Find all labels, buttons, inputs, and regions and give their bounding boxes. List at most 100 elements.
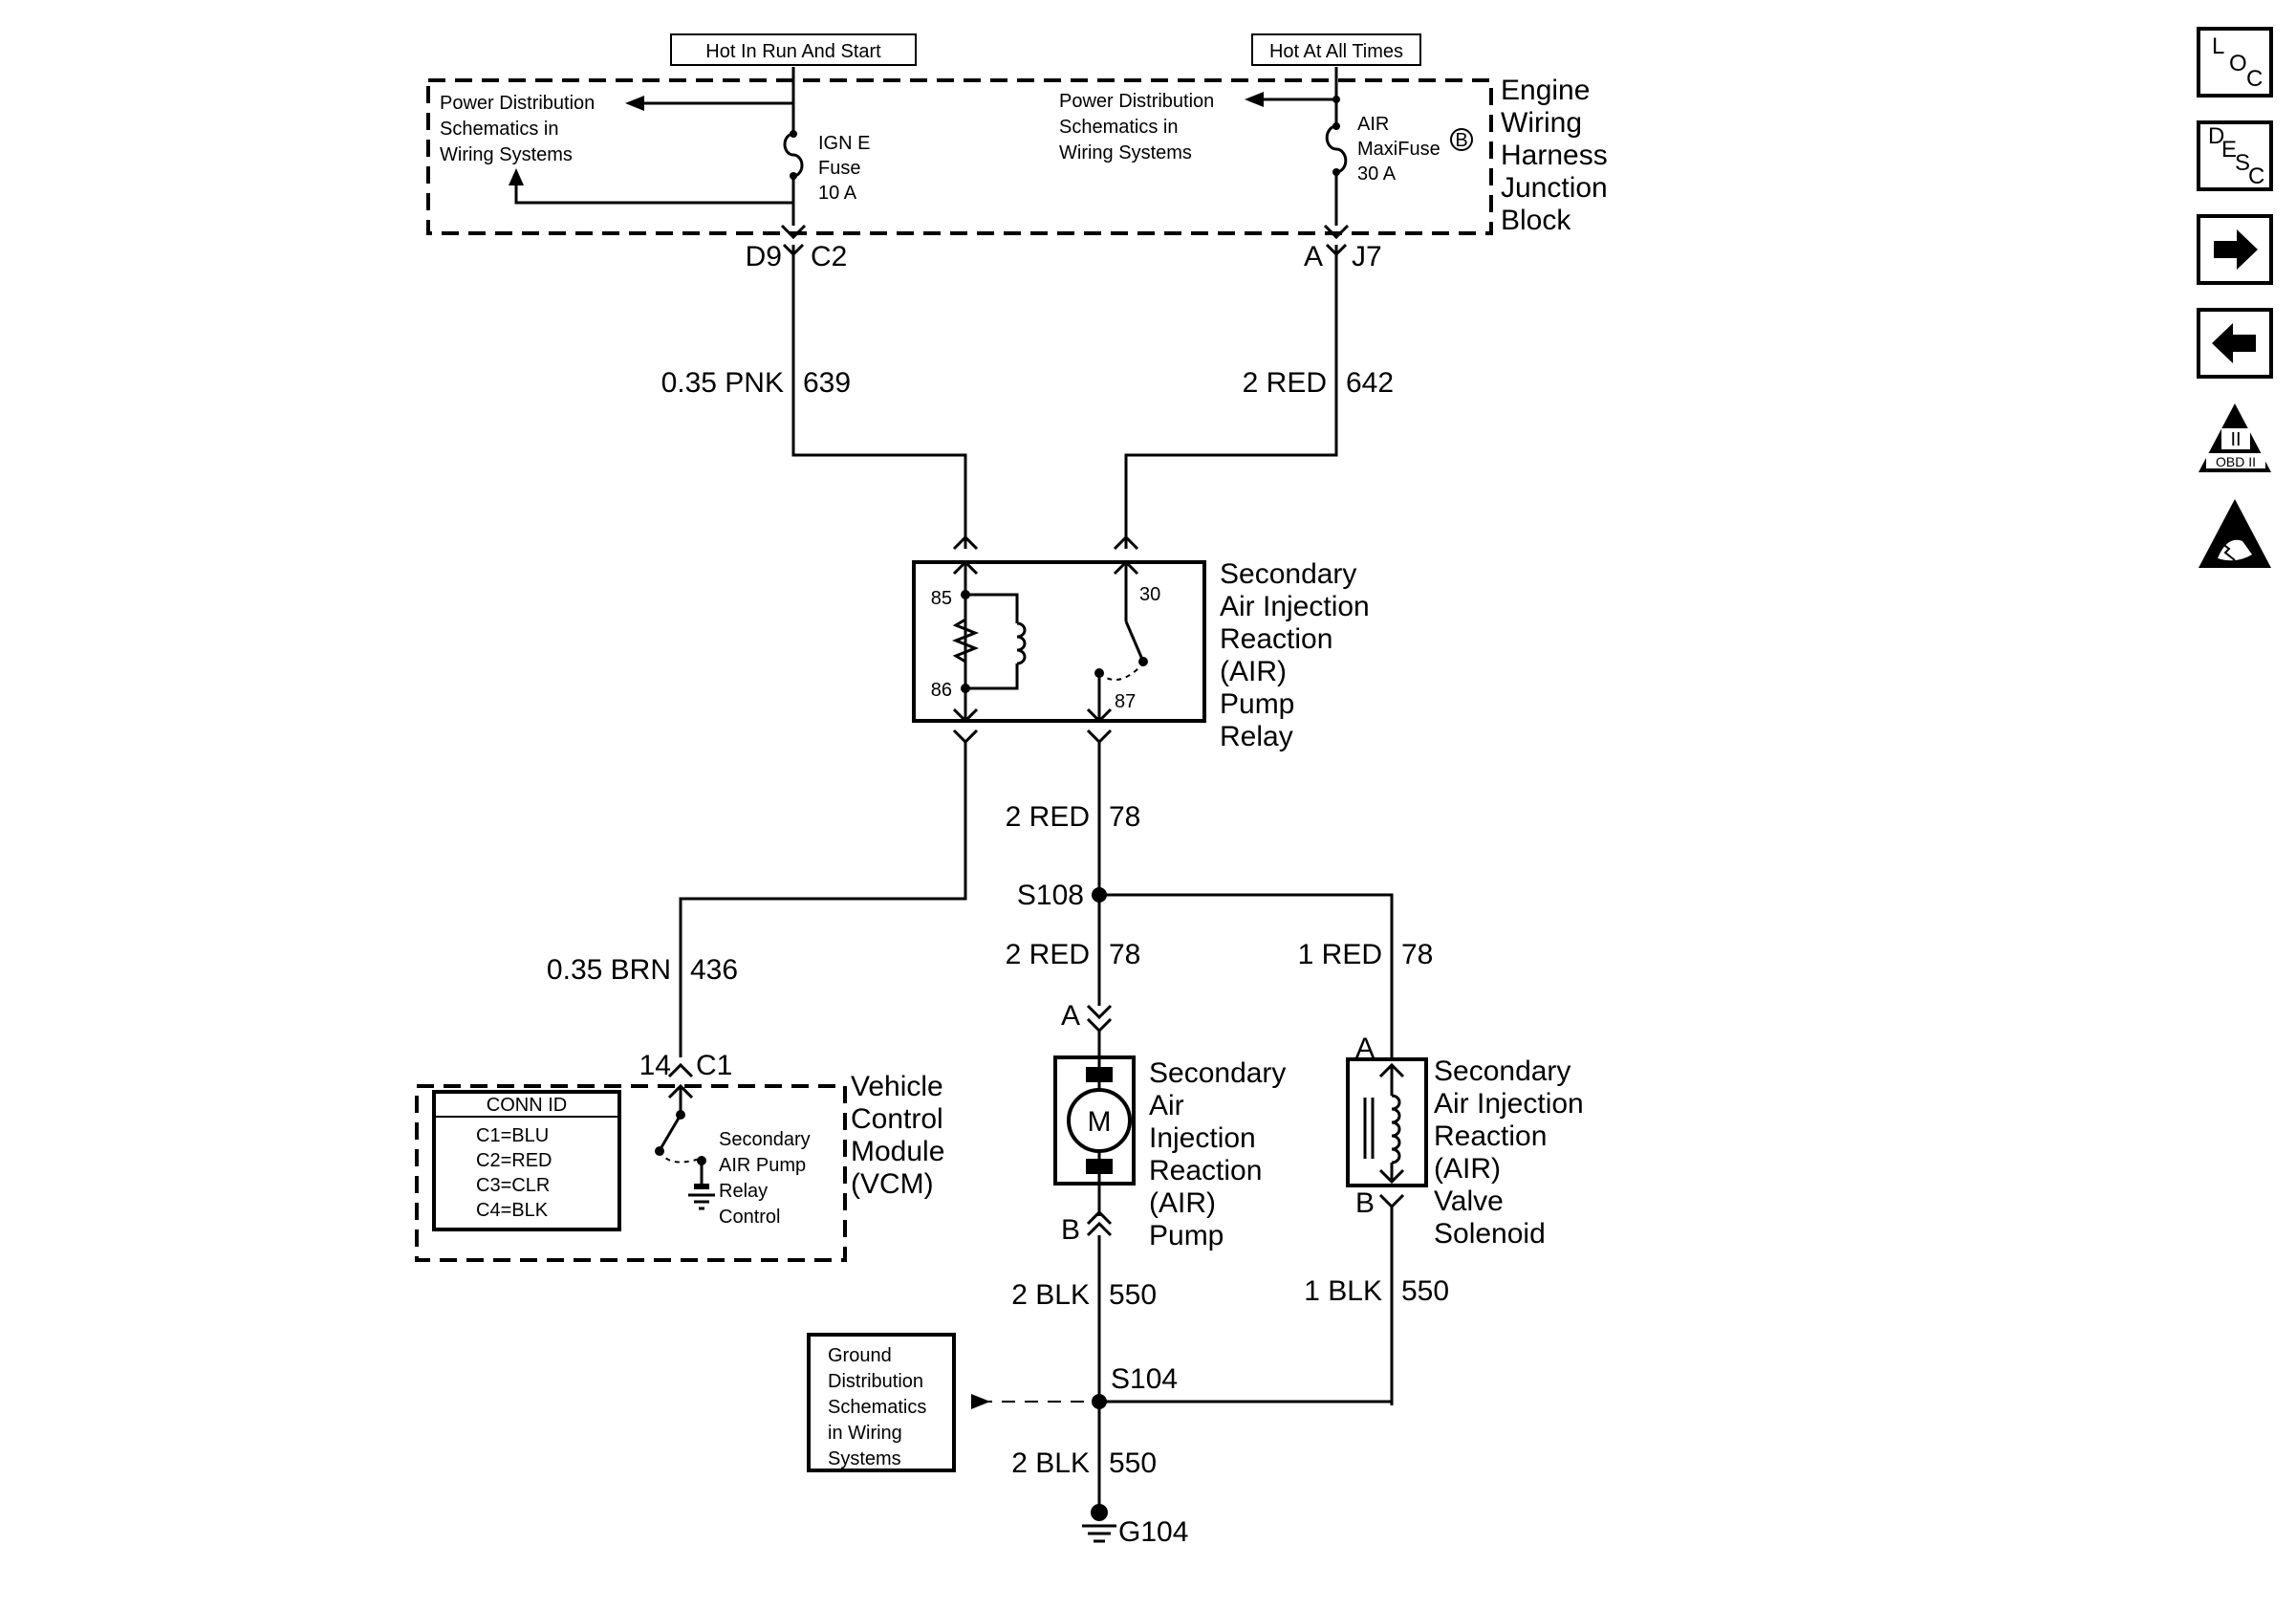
svg-text:Vehicle: Vehicle (851, 1071, 943, 1102)
relay-pin-86: 86 (931, 680, 952, 701)
vcm-outline (415, 1084, 847, 1262)
fuse-label-ign-e: IGN E Fuse 10 A (818, 133, 870, 204)
back-button[interactable] (2197, 308, 2273, 379)
relay-pin-30: 30 (1139, 584, 1160, 605)
wire-436-circuit: 436 (690, 954, 738, 986)
loc-button[interactable]: L O C (2197, 27, 2273, 98)
registered-mark-icon (1450, 128, 1473, 151)
connector-chevron (1113, 534, 1139, 551)
wire-436 (679, 742, 967, 1057)
svg-text:Engine: Engine (1501, 75, 1590, 106)
relay-pin-87: 87 (1115, 691, 1136, 712)
svg-text:Ground: Ground (828, 1345, 892, 1366)
wire-642-gauge: 2 RED (1243, 367, 1327, 399)
connector-chevron (667, 1062, 694, 1078)
wire-550-solenoid-gauge: 1 BLK (1304, 1275, 1382, 1307)
arrow-up-icon (509, 168, 524, 185)
connector-j7: J7 (1352, 241, 1382, 272)
solenoid-pin-b: B (1355, 1187, 1375, 1219)
fuse-label-air-maxifuse: AIR MaxiFuse 30 A (1357, 114, 1440, 185)
ground-distribution-label: Ground Distribution Schematics in Wiring… (828, 1345, 926, 1469)
svg-text:Schematics: Schematics (828, 1397, 926, 1418)
power-distribution-ref-left: Power Distribution Schematics in Wiring … (440, 93, 595, 165)
vcm-switch-contact (660, 1114, 682, 1148)
conn-id-table (432, 1090, 621, 1231)
hot-run-start-box (670, 33, 917, 66)
wire-78-solenoid-circuit: 78 (1401, 939, 1433, 970)
wire-78-pump-circuit: 78 (1109, 939, 1140, 970)
junction-block-name: Engine Wiring Harness Junction Block (1501, 75, 1608, 236)
obd-ii-icon[interactable]: II OBD II (2199, 403, 2271, 472)
solenoid-label: Secondary Air Injection Reaction (AIR) V… (1434, 1055, 1584, 1250)
wire-639-circuit: 639 (803, 367, 851, 399)
arrow-right-icon (971, 1394, 990, 1409)
pump-label: Secondary Air Injection Reaction (AIR) P… (1149, 1057, 1286, 1251)
next-button[interactable] (2197, 214, 2273, 285)
wire-639-gauge: 0.35 PNK (661, 367, 784, 399)
conn-id-row: C1=BLU (476, 1125, 549, 1146)
fuse-symbol-ign-e (783, 132, 804, 178)
air-pump-relay (912, 560, 1206, 723)
conn-id-row: C2=RED (476, 1150, 552, 1171)
wire-550-circuit: 550 (1109, 1279, 1157, 1311)
vcm-connector-c1: C1 (696, 1050, 732, 1081)
motor-icon (1067, 1088, 1132, 1153)
svg-text:Relay: Relay (1220, 721, 1293, 752)
svg-text:Secondary: Secondary (1220, 558, 1356, 590)
connector-chevron (1086, 1004, 1113, 1020)
hot-all-times-box (1251, 33, 1421, 66)
arrow-left-icon (625, 96, 644, 111)
svg-text:Air: Air (1149, 1090, 1184, 1121)
arrow-left-icon (2212, 323, 2256, 363)
svg-text:10 A: 10 A (818, 183, 857, 204)
svg-text:Systems: Systems (828, 1448, 901, 1469)
arrow-right-icon (2214, 229, 2258, 270)
power-distribution-ref-right: Power Distribution Schematics in Wiring … (1059, 91, 1214, 163)
svg-text:MaxiFuse: MaxiFuse (1357, 139, 1440, 160)
svg-text:Secondary: Secondary (719, 1129, 811, 1150)
svg-text:C: C (2246, 66, 2263, 92)
svg-text:Block: Block (1501, 205, 1571, 236)
svg-text:Pump: Pump (1220, 688, 1294, 720)
svg-text:Injection: Injection (1149, 1122, 1256, 1154)
vcm-control-label: Secondary AIR Pump Relay Control (719, 1129, 811, 1228)
pin-a: A (1304, 241, 1323, 272)
svg-text:Secondary: Secondary (1149, 1057, 1286, 1089)
svg-text:Distribution: Distribution (828, 1371, 923, 1392)
ign-branch-wire (514, 182, 793, 205)
wire-642 (1124, 245, 1338, 549)
desc-button[interactable]: D E S C (2197, 120, 2273, 191)
wire-78-gauge: 2 RED (1006, 801, 1090, 833)
svg-text:Relay: Relay (719, 1181, 768, 1202)
svg-text:Control: Control (851, 1103, 943, 1135)
wire-78-solenoid-gauge: 1 RED (1298, 939, 1382, 970)
svg-text:C: C (2248, 163, 2264, 189)
relay-switch-contact (1124, 620, 1145, 663)
svg-text:AIR: AIR (1357, 114, 1389, 135)
wire-436-gauge: 0.35 BRN (547, 954, 671, 986)
esd-warning-icon[interactable] (2199, 499, 2271, 568)
svg-text:Secondary: Secondary (1434, 1055, 1570, 1087)
vcm-label: Vehicle Control Module (VCM) (851, 1071, 944, 1200)
splice-s104-label: S104 (1111, 1363, 1178, 1395)
svg-text:30 A: 30 A (1357, 163, 1397, 185)
svg-text:Air Injection: Air Injection (1220, 591, 1370, 622)
relay-pin-85: 85 (931, 588, 952, 609)
pin-d9: D9 (746, 241, 782, 272)
conn-id-row: C4=BLK (476, 1200, 549, 1221)
svg-text:OBD II: OBD II (2216, 454, 2256, 469)
conn-id-title: CONN ID (487, 1095, 567, 1116)
wire-78-pump-gauge: 2 RED (1006, 939, 1090, 970)
battery-feed-wire (1262, 67, 1338, 101)
solenoid-coil-icon (1391, 1094, 1401, 1164)
junction-block-outline (426, 78, 1493, 235)
wire-78-solenoid (1099, 893, 1394, 1059)
wire-78-circuit: 78 (1109, 801, 1140, 833)
svg-text:(AIR): (AIR) (1434, 1153, 1501, 1185)
svg-text:(VCM): (VCM) (851, 1168, 934, 1200)
svg-text:Reaction: Reaction (1220, 623, 1332, 655)
svg-text:D: D (2208, 123, 2224, 149)
svg-text:Air Injection: Air Injection (1434, 1088, 1584, 1120)
svg-text:Reaction: Reaction (1149, 1155, 1262, 1186)
